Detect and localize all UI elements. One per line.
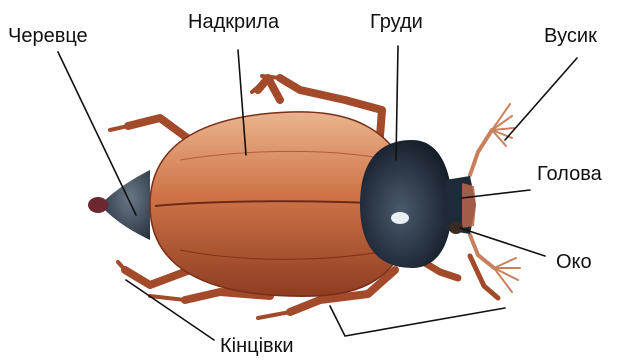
leader-line-abdomen — [58, 52, 136, 215]
label-legs: Кінцівки — [220, 335, 294, 357]
label-eye: Око — [556, 251, 592, 273]
leader-line-legs-left — [126, 280, 214, 340]
label-thorax: Груди — [370, 11, 423, 33]
label-elytra: Надкрила — [188, 11, 280, 33]
leader-line-legs-right — [330, 306, 505, 336]
label-abdomen: Черевце — [8, 25, 88, 47]
leader-line-antenna — [505, 58, 577, 140]
beetle-illustration — [88, 76, 520, 318]
label-antenna: Вусик — [544, 25, 597, 47]
label-head: Голова — [537, 163, 603, 185]
thorax-shape — [360, 140, 452, 268]
